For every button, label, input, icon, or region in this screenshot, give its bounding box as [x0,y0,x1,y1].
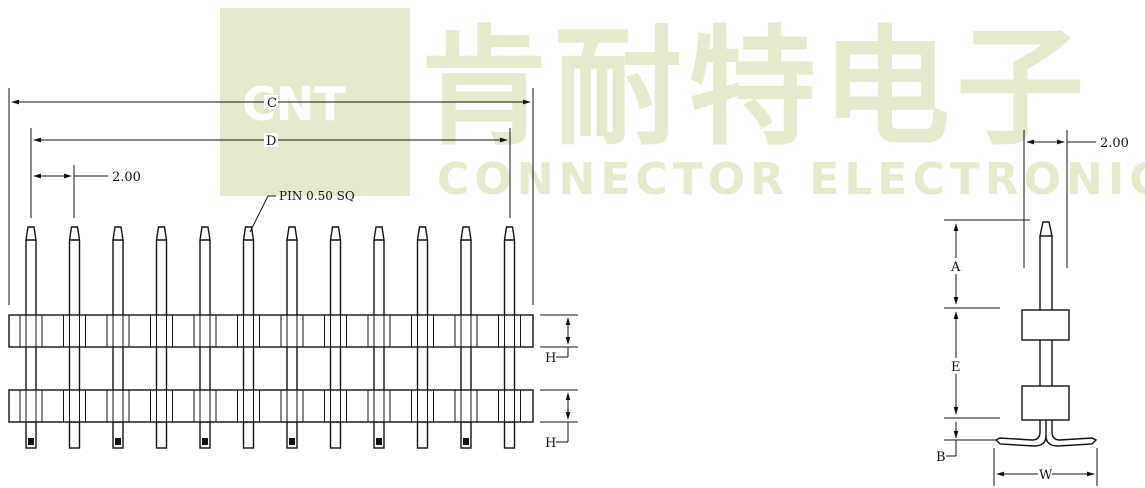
label-w: W [1039,468,1053,483]
pin-tip [112,226,124,241]
label-c: C [267,96,277,111]
label-h-bottom: H [545,436,556,451]
pin-tip [286,226,298,241]
dimension-pitch-side: 2.00 [1023,130,1129,268]
pin-tail [503,421,516,449]
side-housing-top [1021,309,1070,341]
watermark-english-name: CONNECTOR ELECTRONICS [437,154,1145,205]
label-d: D [266,134,276,149]
pin-tail-mark [463,438,469,445]
watermark-logo-text: CNT [242,77,346,131]
pin-tail [68,421,81,449]
watermark: CNT 肯耐特电子 CONNECTOR ELECTRONICS [220,8,1145,205]
pin-tip [416,226,429,241]
pin-tip [25,226,37,241]
label-a: A [950,260,961,275]
watermark-chinese-name: 肯耐特电子 [420,14,1090,163]
pin [503,226,516,449]
dimension-e: E [944,311,1000,419]
pin [286,226,298,449]
pin-tip [373,226,385,241]
pin-tail [329,421,342,449]
pin-tail-mark [202,438,208,445]
pin-tip [503,226,516,241]
side-housing-bottom [1021,385,1070,421]
dimension-c: C [8,88,534,305]
pin-tail [155,421,168,449]
dimension-h-bottom: H [540,389,578,451]
pin [25,226,37,449]
label-pin-callout: PIN 0.50 SQ [279,189,355,203]
dimension-w: W [993,448,1098,486]
pin-tail-mark [28,438,34,445]
pin-tail-mark [289,438,295,445]
label-h-top: H [545,351,556,366]
dimension-pitch-front: 2.00 [30,165,141,218]
pin-tail-mark [115,438,121,445]
housing-body [8,389,534,423]
dimension-h-top: H [540,314,578,366]
pin-tip [155,226,168,241]
dimension-b: B [936,422,996,465]
front-housing-top [8,314,534,348]
pin [416,226,429,449]
side-tails [994,420,1098,447]
pin [460,226,472,449]
pin-tip [460,226,472,241]
dimension-a: A [944,219,1030,309]
label-e: E [951,360,961,375]
pin [155,226,168,449]
front-housing-bottom [8,389,534,423]
pin [329,226,342,449]
label-pitch-front: 2.00 [112,170,141,185]
housing-body [8,314,534,348]
pin [112,226,124,449]
pin [199,226,211,449]
front-view: C D 2.00 PIN 0.50 SQ [8,88,578,451]
pin-tip [68,226,81,241]
pin-tail [416,421,429,449]
pin [68,226,81,449]
front-pins [25,226,516,449]
side-pin [1039,221,1053,432]
pin-tip [242,226,255,241]
pin-tail-mark [376,438,382,445]
pin-callout: PIN 0.50 SQ [249,189,355,233]
pin-tip [329,226,342,241]
label-pitch-side: 2.00 [1100,136,1129,151]
pin [242,226,255,449]
side-view: 2.00 A [936,130,1129,486]
pin-tip [199,226,211,241]
pin-tail [242,421,255,449]
label-b: B [936,450,946,465]
